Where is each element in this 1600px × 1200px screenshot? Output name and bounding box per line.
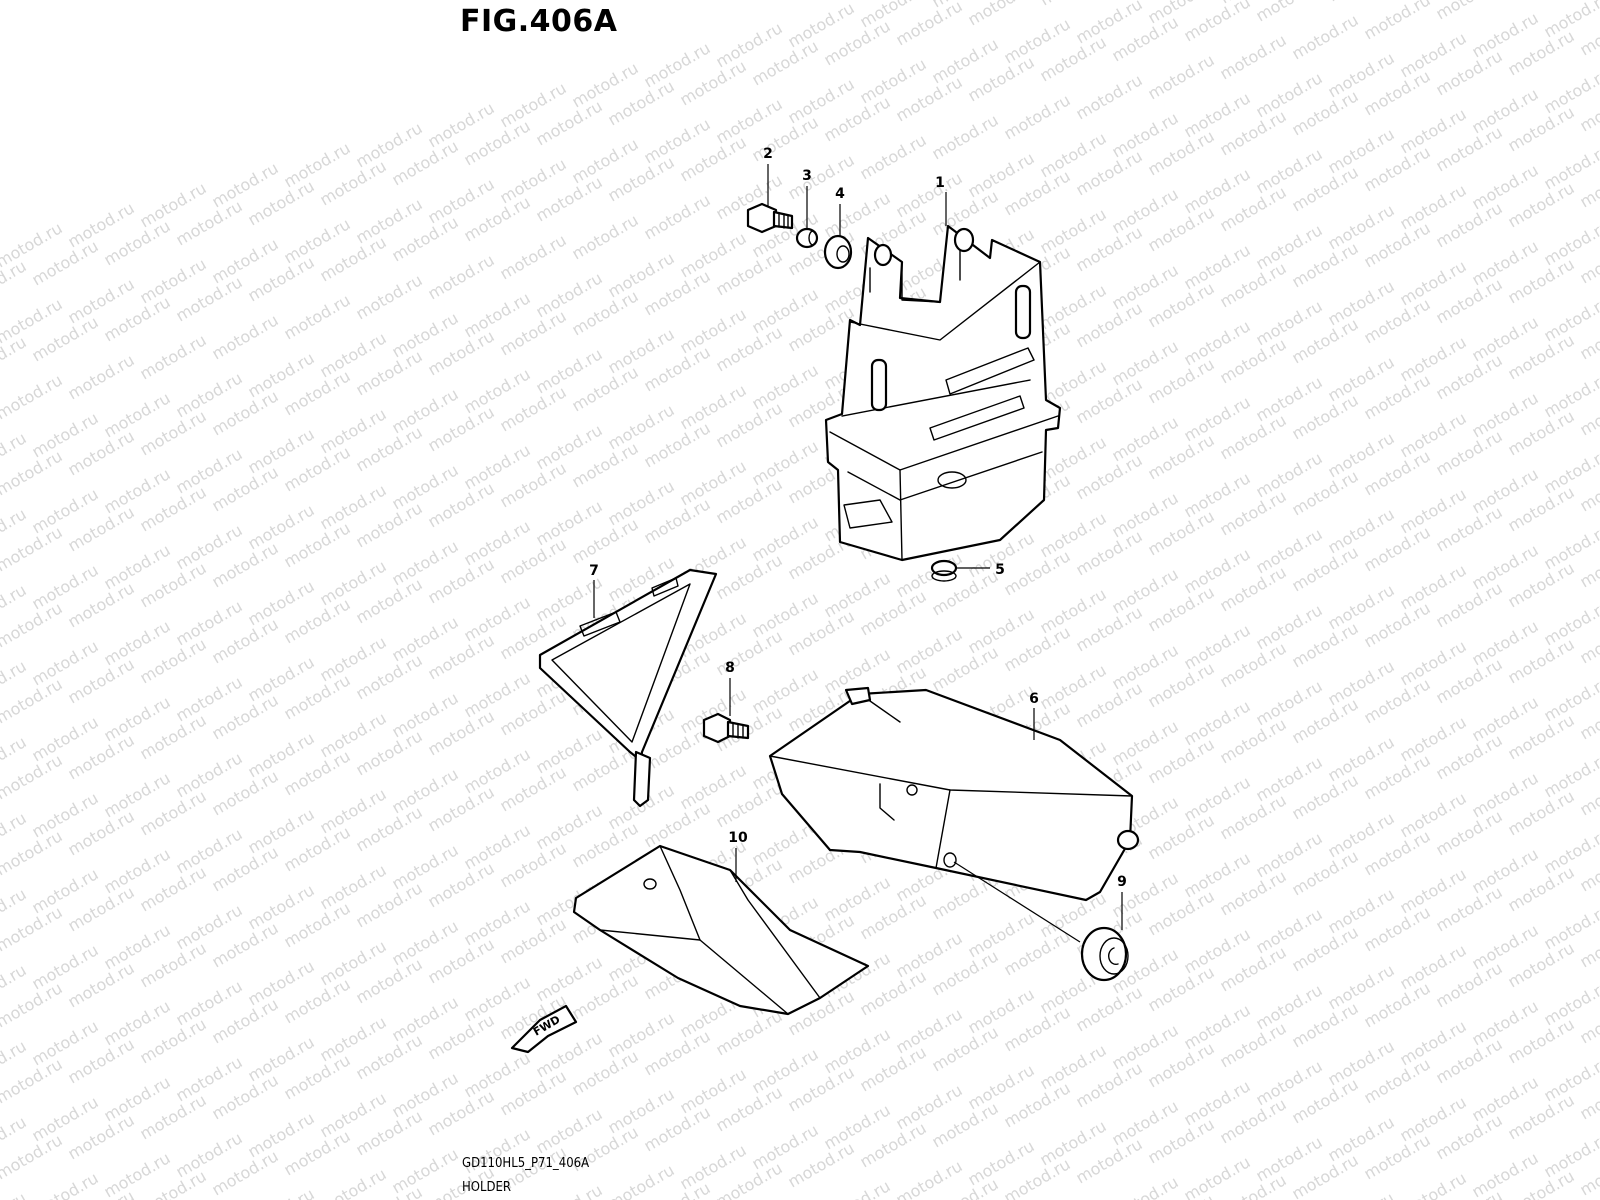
watermark-text: motod.ru xyxy=(605,1160,678,1200)
callout-9: 9 xyxy=(953,861,1127,943)
watermark-text: motod.ru xyxy=(245,1184,318,1200)
callout-8-label: 8 xyxy=(725,660,735,676)
part-7-band xyxy=(538,568,718,808)
watermark-text: motod.ru xyxy=(1181,0,1254,45)
callout-6: 6 xyxy=(1029,691,1039,740)
watermark-text: motod.ru xyxy=(929,110,1002,163)
part-3-collar xyxy=(795,227,819,249)
watermark-text: motod.ru xyxy=(0,1188,30,1200)
callout-3-label: 3 xyxy=(802,168,812,184)
watermark-text: motod.ru xyxy=(1217,30,1290,83)
watermark-text: motod.ru xyxy=(317,1164,390,1200)
watermark-text: motod.ru xyxy=(1253,0,1326,25)
part-1-holder-bracket xyxy=(824,224,1062,562)
watermark-text: motod.ru xyxy=(0,332,30,385)
watermark-text: motod.ru xyxy=(641,190,714,243)
part-9-grommet xyxy=(1080,926,1129,982)
callout-4: 4 xyxy=(835,186,845,236)
callout-7: 7 xyxy=(589,563,599,618)
watermark-text: motod.ru xyxy=(533,1180,606,1200)
watermark-text: motod.ru xyxy=(1109,1172,1182,1200)
watermark-text: motod.ru xyxy=(1037,0,1110,9)
part-10-tool-bag xyxy=(572,844,870,1016)
callout-5-label: 5 xyxy=(995,562,1005,578)
callout-4-label: 4 xyxy=(835,186,845,202)
watermark-text: motod.ru xyxy=(209,310,282,363)
watermark-text: motod.ru xyxy=(1505,0,1578,3)
watermark-text: motod.ru xyxy=(0,370,66,423)
watermark-text: motod.ru xyxy=(29,1168,102,1200)
figure-title: FIG.406A xyxy=(460,4,618,39)
part-4-grommet xyxy=(823,234,853,270)
watermark-text: motod.ru xyxy=(1397,1168,1470,1200)
watermark-text: motod.ru xyxy=(497,230,570,283)
part-8-bolt xyxy=(702,712,750,744)
watermark-text: motod.ru xyxy=(965,0,1038,29)
part-6-tool-box xyxy=(768,686,1140,902)
callout-6-label: 6 xyxy=(1029,691,1039,707)
watermark-text: motod.ru xyxy=(1325,1188,1398,1200)
watermark-text: motod.ru xyxy=(569,210,642,263)
callout-3: 3 xyxy=(802,168,812,228)
callout-1: 1 xyxy=(935,175,947,226)
drawing-code: GD110HL5_P71_406A xyxy=(462,1156,590,1171)
callout-10: 10 xyxy=(728,830,748,882)
watermark-text: motod.ru xyxy=(1325,0,1398,5)
watermark-text: motod.ru xyxy=(353,270,426,323)
watermark-text: motod.ru xyxy=(0,256,30,309)
watermark-text: motod.ru xyxy=(1145,50,1218,103)
watermark-text: motod.ru xyxy=(65,350,138,403)
watermark-text: motod.ru xyxy=(281,290,354,343)
watermark-text: motod.ru xyxy=(893,1156,966,1200)
callout-7-label: 7 xyxy=(589,563,599,579)
watermark-text: motod.ru xyxy=(425,250,498,303)
callout-1-label: 1 xyxy=(935,175,945,191)
callout-5: 5 xyxy=(956,562,1005,578)
callout-10-label: 10 xyxy=(728,830,748,846)
figure-name: HOLDER xyxy=(462,1180,512,1195)
callout-2-label: 2 xyxy=(763,146,773,162)
watermark-text: motod.ru xyxy=(137,330,210,383)
watermark-text: motod.ru xyxy=(1001,90,1074,143)
callout-2: 2 xyxy=(763,146,773,206)
callout-8: 8 xyxy=(725,660,735,716)
watermark-text: motod.ru xyxy=(1433,0,1506,23)
callout-9-label: 9 xyxy=(1117,874,1127,890)
watermark-text: motod.ru xyxy=(857,130,930,183)
part-2-bolt xyxy=(746,202,794,234)
watermark-text: motod.ru xyxy=(785,150,858,203)
watermark-text: motod.ru xyxy=(1289,10,1362,63)
watermark-text: motod.ru xyxy=(1073,70,1146,123)
watermark-text: motod.ru xyxy=(1361,0,1434,43)
watermark-text: motod.ru xyxy=(821,1176,894,1200)
